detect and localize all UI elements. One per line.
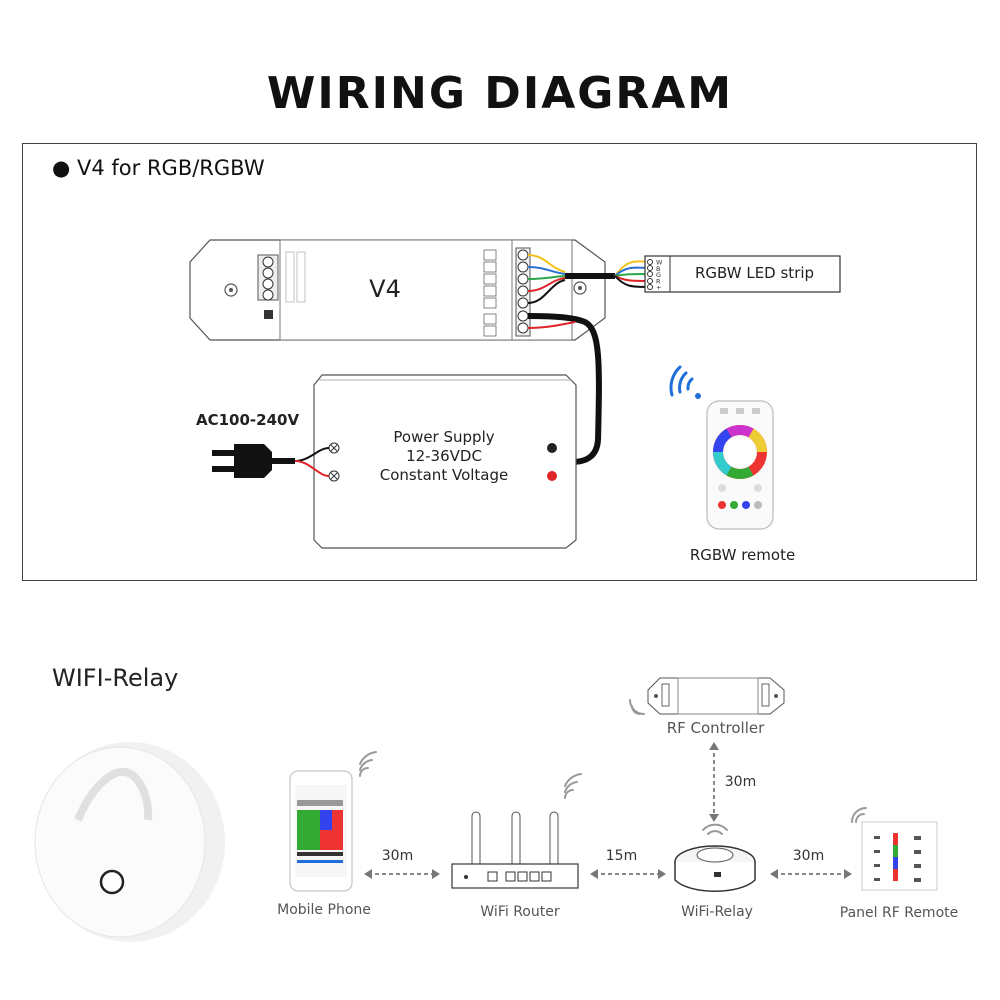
section-wifi-heading: WIFI-Relay: [52, 664, 179, 692]
v4-controller: [189, 239, 606, 341]
signal-panel-icon: [851, 807, 867, 823]
distance-phone-router: 30m: [381, 848, 414, 864]
frame-border-right: [976, 143, 977, 580]
ac-input-label: AC100-240V: [196, 411, 300, 429]
distance-relay-panel: 30m: [792, 848, 825, 864]
remote-label: RGBW remote: [689, 546, 796, 564]
strip-pin-label: +: [656, 284, 661, 292]
wifi-relay-product-image: [34, 742, 225, 942]
psu-text: Power Supply 12-36VDC Constant Voltage: [356, 428, 532, 485]
distance-router-relay: 15m: [605, 848, 638, 864]
mobile-phone-label: Mobile Phone: [277, 902, 371, 918]
strip-pin-label: G: [656, 271, 661, 279]
controller-label: V4: [369, 275, 401, 303]
rf-controller-icon: [647, 677, 785, 715]
psu-terminal-pos: [547, 471, 557, 481]
router-label: WiFi Router: [480, 904, 560, 920]
psu-terminal-neg: [547, 443, 557, 453]
section-v4-heading: ● V4 for RGB/RGBW: [52, 156, 265, 180]
page-title: WIRING DIAGRAM: [266, 68, 734, 119]
strip-label: RGBW LED strip: [694, 264, 815, 282]
panel-rf-remote-icon: [861, 821, 938, 891]
signal-router-icon: [564, 773, 582, 799]
signal-rf-icon: [629, 699, 645, 715]
rgbw-led-strip: [644, 255, 841, 293]
psu-line1: Power Supply: [393, 428, 495, 446]
signal-phone-icon: [359, 751, 377, 777]
wireless-signal-icon: [669, 365, 701, 399]
mobile-phone-icon: [289, 770, 353, 892]
rgbw-remote-icon: [706, 400, 774, 530]
frame-border-bottom: [22, 580, 977, 581]
distance-relay-rf: 30m: [724, 774, 757, 790]
strip-pin-label: R: [656, 277, 661, 285]
frame-border-left: [22, 143, 23, 580]
wifi-relay-icon: [674, 845, 756, 892]
match-button: [264, 310, 273, 319]
output-wires: [527, 254, 649, 304]
psu-line2: 12-36VDC: [406, 447, 482, 465]
ac-plug: [212, 444, 330, 478]
strip-pin-label: W: [656, 259, 663, 267]
psu-line3: Constant Voltage: [379, 466, 509, 484]
relay-label: WiFi-Relay: [681, 904, 753, 920]
signal-relay-icon: [702, 823, 728, 835]
strip-pin-label: B: [656, 265, 660, 273]
output-terminals: [483, 247, 531, 337]
rf-controller-label: RF Controller: [666, 719, 765, 737]
panel-remote-label: Panel RF Remote: [839, 905, 959, 921]
power-supply: [313, 374, 577, 549]
frame-border-top: [22, 143, 977, 144]
wifi-router-icon: [451, 811, 579, 889]
